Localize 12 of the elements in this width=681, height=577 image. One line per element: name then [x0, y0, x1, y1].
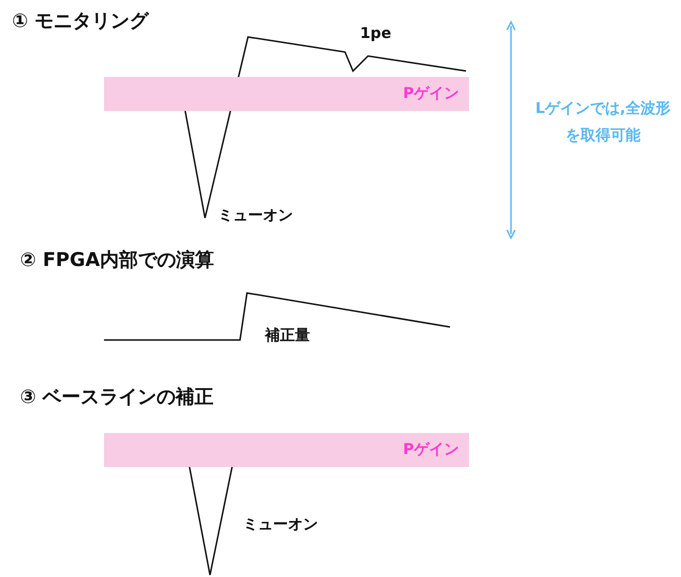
section-heading: ① モニタリング	[12, 9, 149, 34]
signal-label: 1pe	[360, 24, 392, 42]
signal-label: 補正量	[265, 326, 310, 345]
band-label: Pゲイン	[403, 440, 459, 459]
highlight-band	[104, 77, 469, 111]
annotation-text: Lゲインでは,全波形を取得可能	[534, 98, 672, 146]
section-heading: ② FPGA内部での演算	[20, 248, 214, 273]
highlight-band	[104, 433, 469, 467]
signal-label: ミューオン	[243, 515, 318, 534]
band-label: Pゲイン	[403, 84, 459, 103]
signal-label: ミューオン	[218, 206, 293, 225]
section-heading: ③ ベースラインの補正	[20, 385, 214, 410]
